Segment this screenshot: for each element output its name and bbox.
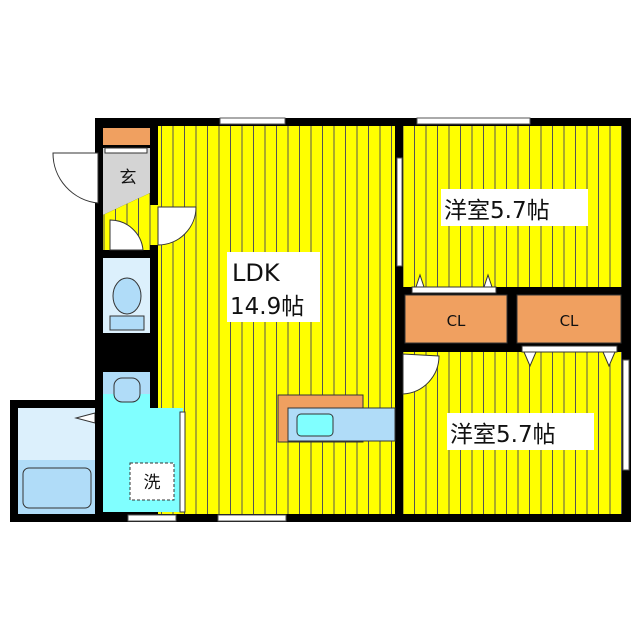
entrance-label: 玄: [120, 168, 137, 188]
window-bedroom1-top: [416, 117, 531, 125]
washer-label: 洗: [144, 473, 161, 493]
bedroom-1-label: 洋室5.7帖: [444, 198, 550, 224]
bedroom-2-door[interactable]: [402, 353, 440, 395]
window-ldk-bottom: [217, 514, 287, 522]
closet-1: CL: [404, 273, 508, 344]
window-bedroom2-right: [622, 359, 630, 471]
washer-space: [129, 462, 175, 501]
kitchen-counter: [277, 394, 396, 443]
bathroom: [10, 400, 100, 522]
shoe-cabinet: [103, 128, 150, 145]
ldk-size: 14.9帖: [230, 294, 304, 320]
sink-icon: [296, 413, 334, 437]
closet-1-label: CL: [447, 312, 466, 330]
washbasin: [113, 377, 141, 403]
toilet-door[interactable]: [109, 219, 144, 251]
ldk-label: LDK: [232, 259, 281, 287]
toilet-room: [103, 258, 150, 333]
washroom: 洗: [103, 372, 186, 513]
window-washroom: [127, 514, 177, 522]
ldk-door[interactable]: [157, 206, 197, 246]
sliding-door-bedroom1: [396, 157, 403, 267]
bedroom-2-label: 洋室5.7帖: [450, 422, 556, 448]
toilet-icon: [112, 277, 142, 315]
bathtub: [22, 467, 92, 509]
front-door[interactable]: [52, 152, 99, 204]
window-ldk-top: [219, 117, 286, 125]
closet-2-label: CL: [560, 312, 579, 330]
entrance: 玄: [52, 128, 150, 251]
closet-2: CL: [516, 294, 622, 368]
